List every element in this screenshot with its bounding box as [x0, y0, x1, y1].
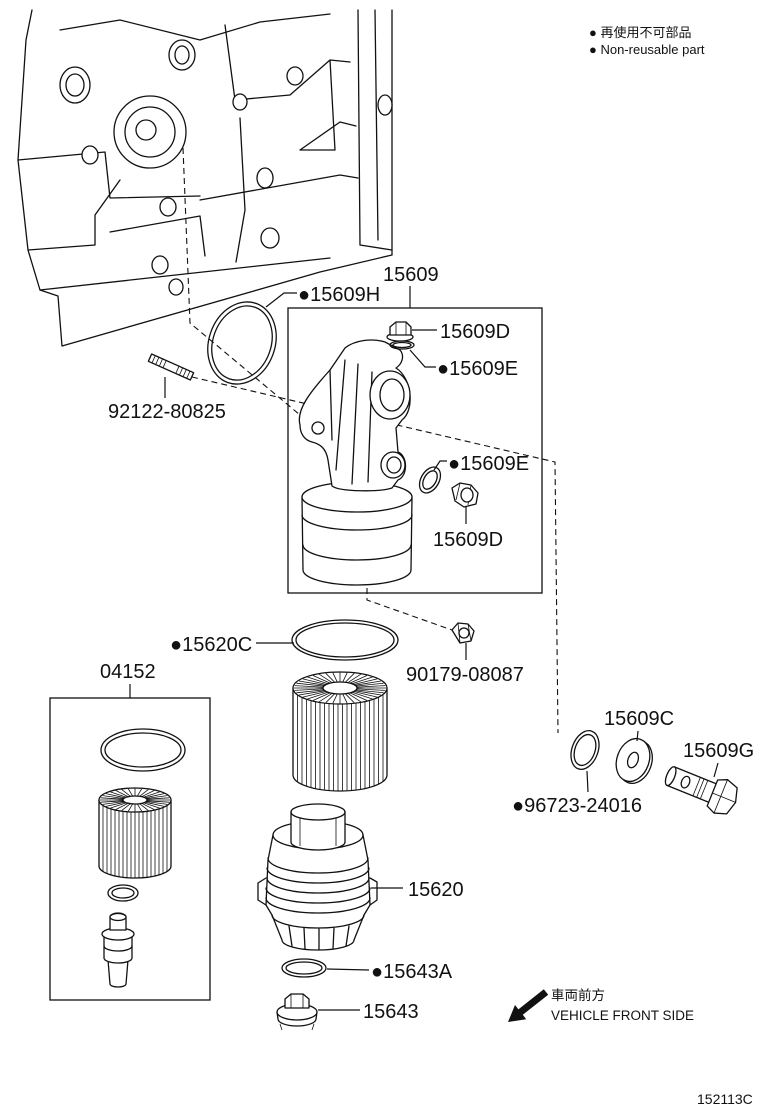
filter-cap-threads: [265, 857, 371, 929]
oil-filter-element-top-pleats: [294, 672, 386, 704]
label-union-gasket: ●96723-24016: [512, 795, 642, 817]
label-bracket-o-ring: ●15609H: [298, 284, 380, 306]
alignment-line-mount-to-bracket: [182, 147, 319, 431]
kit-o-ring: [100, 728, 186, 772]
part-labels: 15609 ●15609H 15609D ●15609E 92122-80825…: [100, 264, 754, 1023]
label-side-gasket: ●15609E: [448, 453, 529, 475]
label-union-bolt: 15609G: [683, 740, 754, 762]
upper-gasket: [389, 340, 415, 350]
label-cap-o-ring: ●15620C: [170, 634, 252, 656]
stud-bolt: [147, 353, 195, 381]
kit-filter-element-top-pleats: [100, 788, 170, 812]
bracket-ribs: [329, 359, 373, 485]
label-drain-plug: 15643: [363, 1001, 419, 1023]
label-flange-bolt: 90179-08087: [406, 664, 524, 686]
leader-bracket-o-ring: [265, 292, 297, 308]
filter-mount-face: [113, 95, 187, 169]
leader-side-gasket: [433, 460, 447, 471]
side-gasket: [418, 466, 442, 494]
leader-drain-o-ring: [326, 968, 370, 971]
engine-block: [17, 9, 393, 347]
legend-non-reusable-ja: ● 再使用不可部品: [589, 25, 691, 40]
leader-lines: [129, 286, 719, 1011]
kit-small-o-ring: [107, 884, 139, 902]
bracket-o-ring: [207, 301, 277, 385]
bracket-flange-hole: [311, 421, 325, 435]
flange-bolt: [451, 622, 475, 644]
label-oil-filter-bracket: 15609: [383, 264, 439, 286]
union-gasket: [570, 730, 600, 770]
oil-filter-element-pleats: [297, 694, 384, 791]
filter-cap-tabs: [257, 877, 378, 906]
label-drain-o-ring: ●15643A: [371, 961, 453, 983]
leader-union-gasket: [586, 770, 589, 793]
upper-plug: [386, 321, 414, 342]
drain-plug: [276, 993, 318, 1031]
washer: [615, 737, 653, 785]
engine-block-outline: [17, 9, 393, 347]
vehicle-front-label-en: VEHICLE FRONT SIDE: [551, 1008, 694, 1023]
label-side-plug: 15609D: [433, 529, 503, 551]
union-bolt: [664, 766, 738, 815]
leader-upper-gasket: [409, 349, 436, 368]
leader-union-bolt: [713, 762, 719, 778]
side-plug: [451, 482, 479, 508]
vehicle-front-arrow-icon: [508, 989, 549, 1022]
kit-filter-element: [98, 787, 172, 879]
label-upper-plug: 15609D: [440, 321, 510, 343]
bracket-cylinder-bands: [301, 514, 413, 561]
oil-filter-bracket: [298, 339, 413, 586]
filter-cap: [257, 803, 378, 951]
cap-o-ring: [291, 619, 399, 661]
label-upper-gasket: ●15609E: [437, 358, 518, 380]
kit-drain-pipe: [101, 912, 135, 988]
figure-code: 152113C: [697, 1091, 753, 1107]
alignment-line-bracket-to-bolt: [366, 578, 453, 631]
filter-cap-ribs: [288, 925, 350, 951]
kit-filter-element-pleats: [102, 805, 168, 878]
drain-o-ring: [281, 958, 327, 978]
label-filter-cap: 15620: [408, 879, 464, 901]
bracket-cylinder: [301, 496, 413, 586]
engine-block-casting-lines: [17, 9, 393, 291]
bracket-assembly-box: [287, 307, 543, 594]
vehicle-front-label-ja: 車両前方: [551, 987, 605, 1003]
leader-washer: [636, 730, 639, 742]
oil-filter-element: [292, 671, 388, 792]
legend-non-reusable-en: ● Non-reusable part: [589, 42, 705, 57]
filter-cap-center-tube: [290, 811, 346, 851]
label-element-kit: 04152: [100, 661, 156, 683]
engine-block-bosses: [59, 39, 393, 296]
label-washer: 15609C: [604, 708, 674, 730]
label-stud-bolt: 92122-80825: [108, 401, 226, 423]
